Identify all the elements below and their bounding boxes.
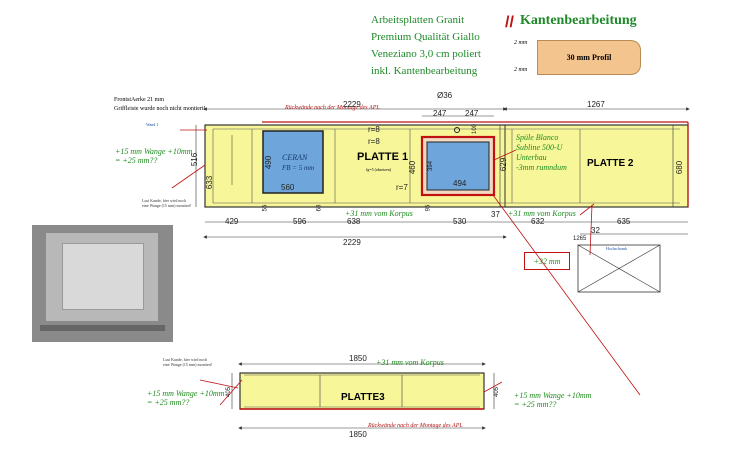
dim-55: 55	[262, 204, 269, 212]
desc-line: Arbeitsplatten Granit	[371, 14, 465, 26]
dim-95: 95	[425, 204, 432, 212]
dim-2229-bottom: 2229	[343, 238, 361, 247]
dim-405-left: 405	[226, 386, 233, 398]
note-line: +15 mm Wange +10mm	[147, 389, 225, 398]
dim-100: 100	[472, 123, 479, 135]
korpus-note-plate-3: +31 mm vom Korpus	[376, 358, 444, 367]
note-line: = +25 mm??	[147, 398, 190, 407]
material-description: Arbeitsplatten Granit Premium Qualität G…	[371, 12, 481, 80]
edge-mm-bottom: 2 mm	[514, 67, 528, 73]
profile-box: 30 mm Profil	[537, 40, 641, 75]
dim-632: 632	[531, 217, 545, 226]
dim-460: 460	[408, 160, 418, 175]
handle-note: Griffleiste wurde noch nicht montiert!	[114, 106, 206, 112]
customer-note-plate-3: Lust Kunde, hier wird noch eine Wange (1…	[163, 357, 212, 367]
dim-638: 638	[347, 217, 361, 226]
dim-635: 635	[617, 217, 631, 226]
side-panel-note-plate-3-right: +15 mm Wange +10mm = +25 mm??	[514, 391, 591, 409]
korpus-note-plate-1: +31 mm vom Korpus	[345, 209, 413, 218]
cooktop-sub: FB = 5 mm	[282, 164, 315, 172]
note-line: Unterbau	[516, 153, 547, 162]
back-wall-note-plate-3: Rückwände nach der Montage des APL	[368, 423, 463, 429]
dim-530: 530	[453, 217, 467, 226]
side-panel-note-plate-1: +15 mm Wange +10mm = +25 mm??	[115, 147, 192, 165]
sink-basin	[426, 141, 490, 191]
dim-633: 633	[205, 175, 215, 190]
note-line: +15 mm Wange +10mm	[514, 391, 592, 400]
plus-32-label: +32 mm	[533, 256, 561, 266]
dim-r8b: r=8	[368, 137, 380, 146]
note-line: Lust Kunde, hier wird noch	[163, 357, 208, 362]
desc-line: Veneziano 3,0 cm poliert	[371, 48, 481, 60]
desc-line: inkl. Kantenbearbeitung	[371, 65, 478, 77]
dim-680: 680	[675, 160, 685, 175]
photo-counter	[62, 243, 144, 310]
photo-inset	[32, 225, 173, 342]
note-line: eine Wange (15 mm) montiert!	[163, 362, 213, 367]
dim-490: 490	[264, 155, 274, 170]
dim-1267-top: 1267	[587, 100, 605, 109]
dim-247a: 247	[433, 109, 447, 118]
tall-cabinet-label: Hochschrank	[606, 246, 628, 251]
dim-596: 596	[293, 217, 307, 226]
dim-d36: Ø36	[437, 91, 453, 100]
dim-429: 429	[225, 217, 239, 226]
plate-3-outline	[239, 372, 485, 410]
wall-label: Wand 1	[146, 122, 159, 127]
plate-2-label: PLATTE 2	[587, 158, 634, 169]
note-line: -3mm rumndum	[516, 163, 567, 172]
dim-68: 68	[316, 204, 323, 212]
note-line: = +25 mm??	[115, 156, 158, 165]
dim-37: 37	[491, 210, 500, 219]
back-wall-note-plate-1: Rückwände nach der Montage des APL	[285, 105, 380, 111]
customer-note-plate-1: Lust Kunde, hier wird noch eine Wange (1…	[142, 198, 191, 208]
note-line: +15 mm Wange +10mm	[115, 147, 193, 156]
edge-marker-icon: //	[505, 14, 514, 31]
note-line: Spüle Blanco	[516, 133, 559, 142]
dim-560: 560	[281, 183, 295, 192]
plate-1-sub: fg=5 (absetzen)	[366, 167, 392, 172]
dim-516: 516	[190, 152, 200, 167]
side-panel-note-plate-3-left: +15 mm Wange +10mm = +25 mm??	[147, 389, 224, 407]
cooktop-label: CERAN	[282, 153, 308, 162]
note-line: eine Wange (15 mm) montiert!	[142, 203, 192, 208]
cooktop-cutout	[262, 130, 324, 194]
dim-1850-top: 1850	[349, 354, 367, 363]
dim-405-right: 405	[494, 386, 501, 398]
note-line: Lust Kunde, hier wird noch	[142, 198, 187, 203]
sink-note: Spüle Blanco Subline 500-U Unterbau -3mm…	[516, 133, 567, 173]
dim-494: 494	[453, 179, 467, 188]
dim-r7: r=7	[396, 183, 408, 192]
edge-mm-top: 2 mm	[514, 40, 528, 46]
dim-1850-bottom: 1850	[349, 430, 367, 439]
dim-629: 629	[499, 157, 509, 172]
front-thickness-note: FrontstAerke 21 mm	[114, 97, 164, 103]
desc-line: Premium Qualität Giallo	[371, 31, 480, 43]
korpus-note-plate-2: +31 mm vom Korpus	[508, 209, 576, 218]
edge-processing-title: Kantenbearbeitung	[520, 13, 637, 28]
dim-2229-top: 2229	[343, 100, 361, 109]
plate-1-label: PLATTE 1	[357, 151, 409, 163]
note-line: Subline 500-U	[516, 143, 563, 152]
dim-1265: 1265	[573, 236, 587, 242]
dim-394: 394	[428, 160, 435, 172]
note-line: = +25 mm??	[514, 400, 557, 409]
dim-r8a: r=8	[368, 125, 380, 134]
dim-247b: 247	[465, 109, 479, 118]
photo-strip	[40, 325, 165, 331]
plus-32-note: +32 mm	[524, 252, 570, 270]
tall-cabinet	[577, 244, 661, 293]
profile-label: 30 mm Profil	[566, 53, 612, 62]
dim-32: 32	[591, 226, 600, 235]
plate-3-label: PLATTE3	[341, 392, 385, 403]
